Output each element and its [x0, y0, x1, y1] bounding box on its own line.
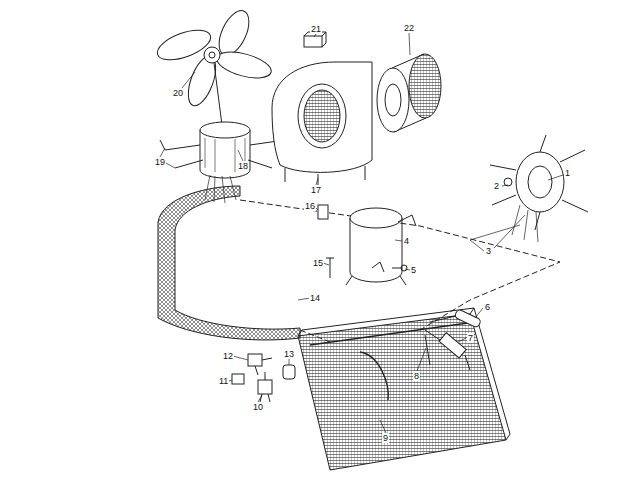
- callout-number: 7: [467, 333, 474, 343]
- callout-number: 12: [222, 351, 234, 361]
- callout-number: 6: [484, 302, 491, 312]
- callout-number: 18: [237, 161, 249, 171]
- callout-number: 1: [564, 168, 571, 178]
- callout-number: 10: [252, 402, 264, 412]
- callout-number: 2: [493, 181, 500, 191]
- callout-number: 20: [172, 88, 184, 98]
- callout-number: 5: [410, 265, 417, 275]
- callout-number: 8: [413, 371, 420, 381]
- callout-number: 9: [382, 433, 389, 443]
- callout-number: 3: [485, 246, 492, 256]
- callout-number: 17: [310, 185, 322, 195]
- callout-number: 16: [304, 201, 316, 211]
- callout-number: 14: [309, 293, 321, 303]
- callout-number: 19: [154, 157, 166, 167]
- callout-number: 22: [403, 23, 415, 33]
- callout-number: 13: [283, 349, 295, 359]
- callout-number: 21: [310, 24, 322, 34]
- callout-number: 4: [403, 236, 410, 246]
- callout-number: 15: [312, 258, 324, 268]
- callout-number: 11: [218, 376, 229, 386]
